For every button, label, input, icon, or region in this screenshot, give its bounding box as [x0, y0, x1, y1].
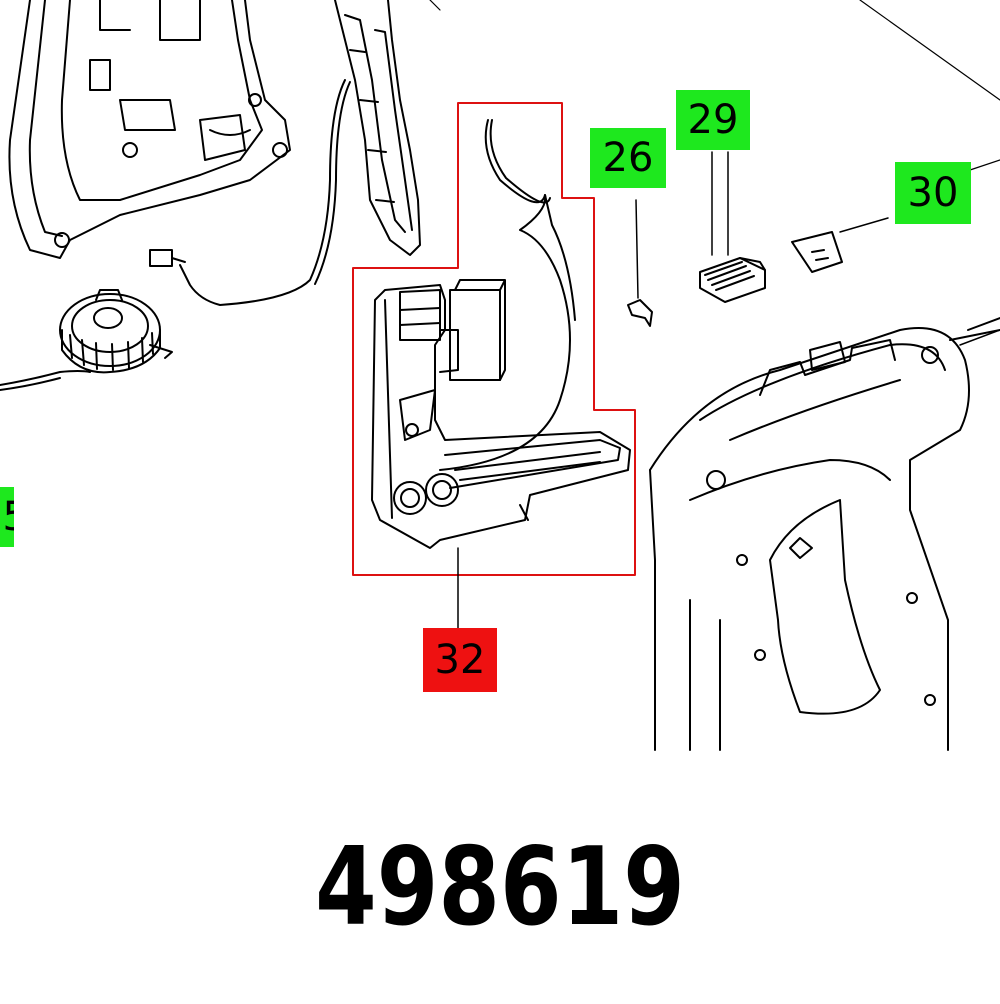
- spring-clip: [627, 199, 653, 327]
- cable-with-connector: [149, 79, 351, 306]
- callout-26: 26: [590, 128, 666, 188]
- callout-26-text: 26: [602, 135, 654, 181]
- callout-32: 32: [423, 628, 497, 692]
- assembly-outline: [352, 102, 636, 576]
- electronics-switch-module: [371, 119, 631, 549]
- handle-housing: [649, 317, 1000, 751]
- callout-29: 29: [676, 90, 750, 150]
- part-number: 498619: [315, 825, 685, 950]
- housing-shell-left: [8, 0, 291, 259]
- callout-partial-left: 5: [0, 487, 14, 547]
- assembly-guide-lines: [429, 0, 1000, 171]
- callout-29-text: 29: [687, 97, 739, 143]
- motor-fan-wheel: [0, 289, 173, 391]
- callout-30: 30: [895, 162, 971, 224]
- callout-32-text: 32: [434, 637, 486, 683]
- side-cover-plate: [334, 0, 421, 256]
- callout-30-text: 30: [907, 170, 959, 216]
- slide-button: [699, 151, 766, 303]
- callout-partial-left-text: 5: [3, 497, 14, 537]
- label-plate: [791, 217, 889, 273]
